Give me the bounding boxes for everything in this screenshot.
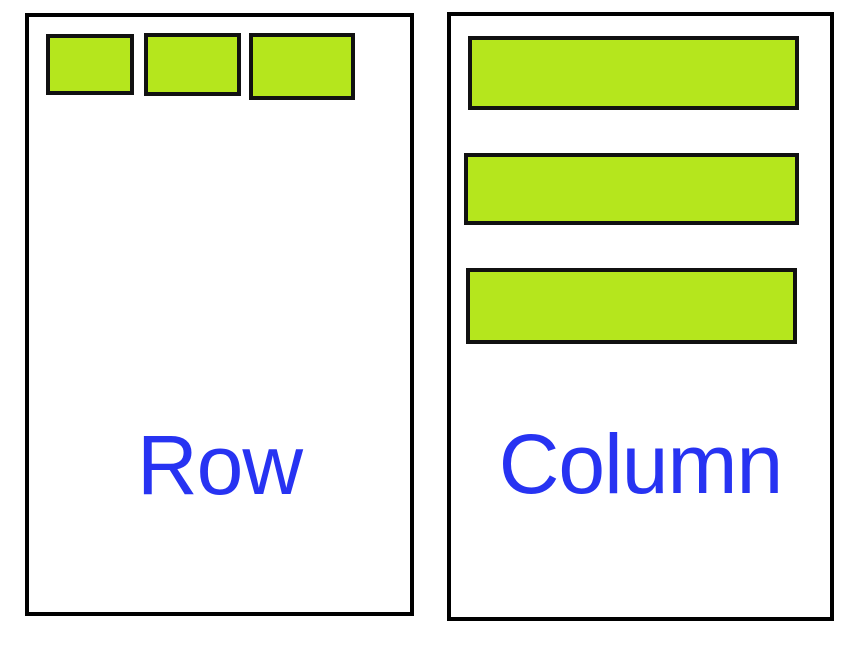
row-item-box — [249, 33, 355, 100]
column-label: Column — [498, 417, 783, 511]
column-item-box — [468, 36, 799, 110]
row-item-box — [46, 34, 134, 95]
column-item-box — [466, 268, 797, 344]
row-label: Row — [136, 418, 303, 512]
row-layout-panel: Row — [25, 13, 414, 616]
row-item-box — [144, 33, 241, 96]
column-item-box — [464, 153, 799, 225]
column-layout-panel: Column — [447, 12, 834, 621]
